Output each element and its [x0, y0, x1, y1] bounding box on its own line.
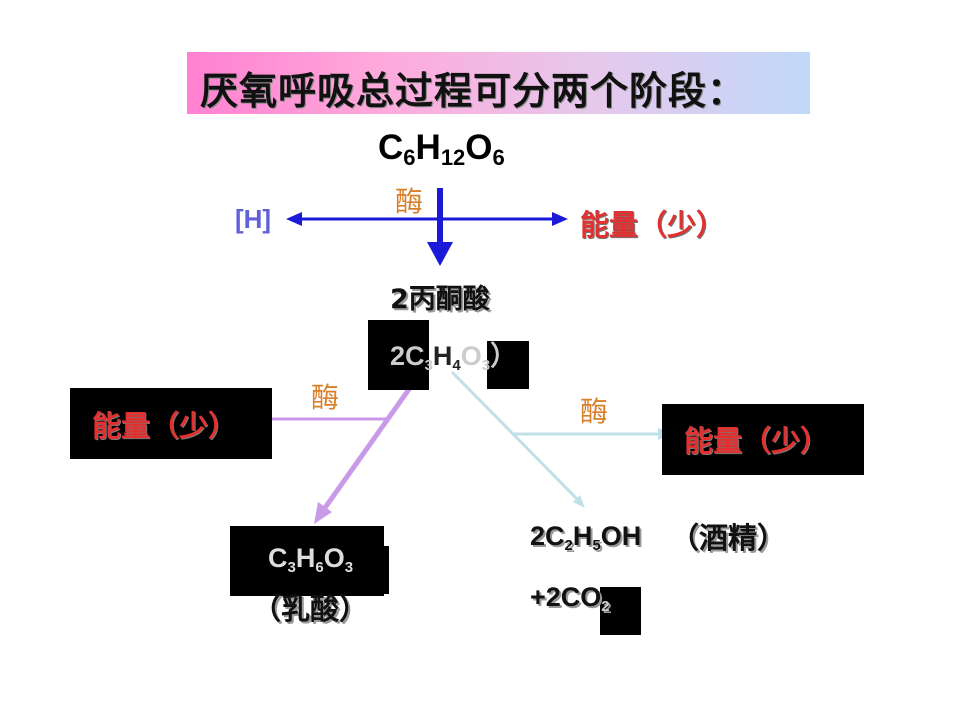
- co2-text: +2CO: [530, 582, 602, 612]
- pyruvate-o: O: [460, 341, 482, 371]
- stage1-energy-label: 能量（少）: [580, 208, 726, 242]
- ethanol-tail: OH: [600, 521, 642, 551]
- lactic-o: O: [323, 543, 345, 573]
- ethanol-h-sub: 5: [592, 537, 601, 554]
- stage1-enzyme-label: 酶: [395, 185, 424, 218]
- lactic-h-sub: 6: [315, 559, 324, 576]
- ethanol-h: H: [572, 521, 593, 551]
- ethanol-formula: 2C2H5OH: [530, 521, 641, 554]
- glucose-c: C: [378, 128, 404, 167]
- alcohol-energy-label: 能量（少）: [684, 424, 830, 458]
- pyruvate-box-left: [368, 320, 429, 390]
- alcohol-arrowhead: [573, 495, 585, 508]
- lactic-c: C: [268, 543, 288, 573]
- lactic-energy-box: [70, 388, 272, 459]
- pyruvate-c-sub: 3: [424, 357, 433, 374]
- pyruvate-name: 2丙酮酸: [390, 284, 490, 315]
- lactic-formula: C3H6O3: [268, 543, 353, 576]
- pyruvate-prefix: 2C: [390, 341, 425, 371]
- lactic-formula-box-right: [347, 546, 389, 594]
- glucose-h-sub: 12: [440, 145, 466, 170]
- hydrogen-label: [H]: [235, 204, 272, 234]
- pyruvate-box-right: [487, 341, 529, 389]
- alcohol-energy-box: [662, 404, 864, 475]
- stage1-left-arrowhead: [286, 212, 302, 226]
- pyruvate-suffix: ）: [490, 341, 518, 371]
- page-title: 厌氧呼吸总过程可分两个阶段：: [200, 69, 747, 113]
- glucose-o-sub: 6: [492, 145, 505, 170]
- co2-sub: 2: [601, 598, 610, 615]
- co2-formula: +2CO2: [530, 582, 610, 615]
- stage1-down-arrowhead: [427, 242, 453, 266]
- glucose-formula: C6H12O6: [378, 128, 505, 171]
- lactic-c-sub: 3: [287, 559, 296, 576]
- pyruvate-o-sub: 3: [481, 357, 491, 374]
- pyruvate-h: H: [432, 341, 453, 371]
- lactic-enzyme-label: 酶: [311, 381, 340, 414]
- pyruvate-formula: 2C3H4O3）: [390, 334, 517, 374]
- co2-box: [600, 587, 641, 635]
- ethanol-c-sub: 2: [564, 537, 573, 554]
- pyruvate-h-sub: 4: [452, 357, 461, 374]
- lactic-diagonal-line: [319, 366, 427, 514]
- lactic-acid-name: （乳酸）: [252, 592, 369, 626]
- ethanol-prefix: 2C: [530, 521, 565, 551]
- lactic-h: H: [295, 543, 316, 573]
- lactic-o-sub: 3: [344, 559, 354, 576]
- alcohol-enzyme-label: 酶: [580, 395, 609, 428]
- alcohol-diagonal-line: [450, 370, 580, 502]
- glucose-h: H: [415, 128, 441, 167]
- stage1-right-arrowhead: [552, 212, 568, 226]
- ethanol-name: （酒精）: [670, 521, 787, 555]
- lactic-arrowhead: [314, 502, 332, 524]
- lactic-energy-label: 能量（少）: [92, 409, 238, 443]
- glucose-o: O: [465, 128, 493, 167]
- title-banner: [187, 52, 810, 114]
- glucose-c-sub: 6: [403, 145, 416, 170]
